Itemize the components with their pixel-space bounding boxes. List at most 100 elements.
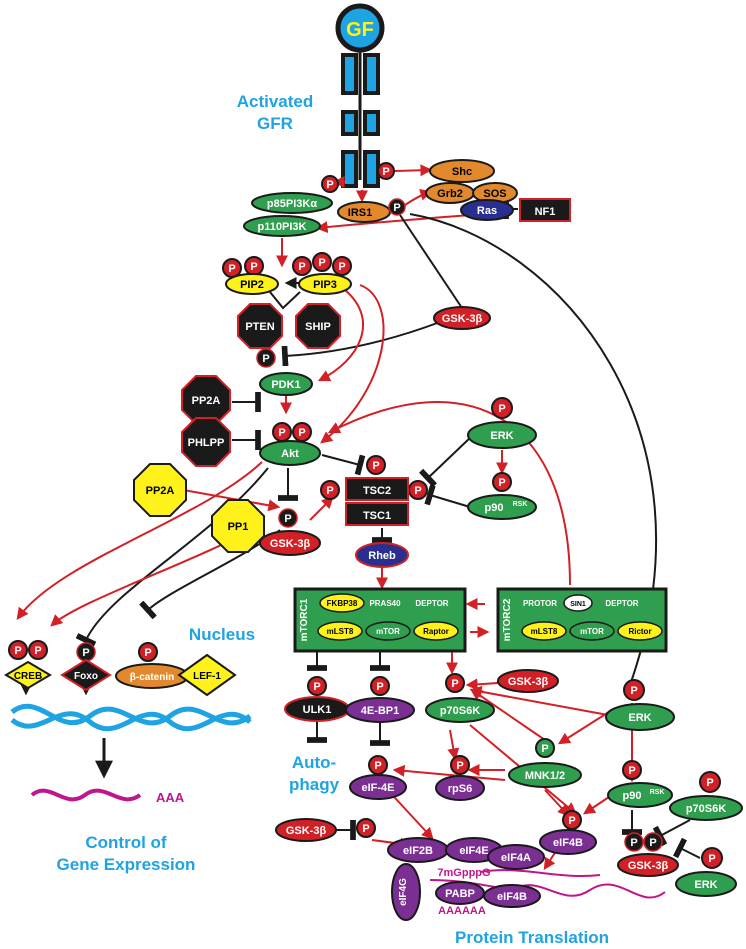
nf1-node[interactable]: NF1 — [519, 198, 571, 222]
gsk3b-node-right[interactable]: GSK-3β — [497, 669, 559, 693]
pdk1-node[interactable]: PDK1 — [259, 372, 313, 396]
pten-node[interactable]: PTEN — [237, 303, 283, 349]
svg-text:PP2A: PP2A — [192, 395, 221, 407]
pp1-node[interactable]: PP1 — [211, 499, 265, 553]
foxo-node[interactable]: Foxo — [60, 658, 112, 692]
rheb-node[interactable]: Rheb — [355, 542, 409, 568]
svg-text:FKBP38: FKBP38 — [327, 599, 358, 608]
grb2-node[interactable]: Grb2 — [425, 182, 475, 204]
svg-text:SOS: SOS — [483, 188, 506, 200]
sos-node[interactable]: SOS — [472, 182, 518, 204]
p-tsc2-left: P — [320, 480, 340, 500]
control-label: Control of — [85, 833, 167, 852]
gsk3b-node-top[interactable]: GSK-3β — [433, 306, 491, 330]
p110pi3k-node[interactable]: p110PI3K — [243, 215, 321, 237]
rps6-node[interactable]: rpS6 — [435, 775, 485, 801]
mnk12-node[interactable]: MNK1/2 — [508, 762, 582, 788]
svg-text:DEPTOR: DEPTOR — [605, 599, 638, 608]
svg-text:P: P — [498, 477, 505, 489]
pp2a-node-top[interactable]: PP2A — [181, 375, 231, 425]
p-mnk: P — [535, 738, 555, 758]
erk-node-bottom-right[interactable]: ERK — [675, 871, 737, 897]
pp2a-node-bottom[interactable]: PP2A — [133, 463, 187, 517]
pabp-node[interactable]: PABP — [435, 881, 485, 905]
svg-text:P: P — [298, 261, 305, 273]
pip2-node[interactable]: PIP2 — [225, 273, 279, 295]
p-p70s6k: P — [445, 673, 465, 693]
ras-node[interactable]: Ras — [460, 199, 514, 221]
erk-node-top[interactable]: ERK — [467, 421, 537, 449]
svg-text:mTOR: mTOR — [376, 627, 400, 636]
mtorc1-complex[interactable]: mTORC1 FKBP38 PRAS40 DEPTOR mLST8 mTOR R… — [293, 587, 467, 653]
p90rsk-node-top[interactable]: p90 RSK — [467, 494, 537, 520]
gsk3b-node-mid[interactable]: GSK-3β — [259, 530, 321, 556]
activated-gfr-label: Activated — [237, 92, 314, 111]
svg-text:mTORC2: mTORC2 — [502, 598, 513, 641]
svg-text:PIP3: PIP3 — [313, 279, 337, 291]
p85pi3k-node[interactable]: p85PI3Kα — [251, 192, 333, 214]
svg-text:P: P — [456, 760, 463, 772]
svg-text:P: P — [228, 263, 235, 275]
growth-factor-receptor — [341, 50, 380, 188]
erk-node-bottom[interactable]: ERK — [605, 703, 675, 731]
svg-text:PROTOR: PROTOR — [523, 599, 557, 608]
svg-text:PP2A: PP2A — [146, 485, 175, 497]
eif2b-node[interactable]: eIF2B — [387, 837, 449, 863]
svg-text:P: P — [82, 647, 89, 659]
svg-text:RSK: RSK — [650, 789, 665, 796]
akt-node[interactable]: Akt — [259, 440, 321, 466]
shc-node[interactable]: Shc — [429, 159, 495, 183]
svg-text:Grb2: Grb2 — [437, 188, 463, 200]
p90rsk-node-bottom[interactable]: p90 RSK — [607, 782, 673, 808]
svg-text:PDK1: PDK1 — [271, 379, 300, 391]
svg-text:P: P — [376, 681, 383, 693]
tsc2-node[interactable]: TSC2 — [345, 477, 409, 501]
pip3-node[interactable]: PIP3 — [298, 273, 352, 295]
irs1-node[interactable]: IRS1 — [337, 201, 391, 223]
svg-text:P: P — [649, 837, 656, 849]
svg-text:Rictor: Rictor — [628, 627, 651, 636]
svg-text:eIF4B: eIF4B — [497, 891, 527, 903]
svg-text:eIF-4E: eIF-4E — [361, 782, 394, 794]
svg-text:P: P — [374, 760, 381, 772]
svg-text:P: P — [278, 427, 285, 439]
creb-node[interactable]: CREB — [4, 660, 52, 690]
svg-text:P: P — [144, 647, 151, 659]
gsk3b-node-bottom-right[interactable]: GSK-3β — [617, 853, 679, 877]
p-catenin: P — [138, 642, 158, 662]
p-p90rsk: P — [492, 472, 512, 492]
svg-text:NF1: NF1 — [535, 206, 556, 218]
eif4b-node[interactable]: eIF4B — [539, 829, 597, 855]
p70s6k-node[interactable]: p70S6K — [425, 697, 495, 723]
gsk3b-node-left-bottom[interactable]: GSK-3β — [275, 818, 337, 842]
p-foxo: P — [76, 642, 96, 662]
p-akt: P P — [272, 422, 312, 442]
4ebp1-node[interactable]: 4E-BP1 — [345, 697, 415, 723]
dna-helix — [10, 703, 252, 732]
eif4g-node[interactable]: eIF4G — [391, 863, 421, 921]
p-eif4b: P — [562, 810, 582, 830]
svg-text:eIF4G: eIF4G — [398, 878, 409, 906]
tsc1-node[interactable]: TSC1 — [345, 502, 409, 526]
svg-text:GSK-3β: GSK-3β — [270, 538, 311, 550]
lef1-node[interactable]: LEF-1 — [177, 653, 237, 697]
p70s6k-node-right[interactable]: p70S6K — [669, 795, 743, 821]
svg-text:PTEN: PTEN — [245, 321, 274, 333]
svg-text:RSK: RSK — [513, 501, 528, 508]
eif4b-complex-node[interactable]: eIF4B — [483, 884, 541, 908]
p-irs1: P — [388, 198, 406, 216]
eif4e-node[interactable]: eIF-4E — [349, 774, 407, 800]
svg-text:GSK-3β: GSK-3β — [442, 313, 483, 325]
svg-text:Shc: Shc — [452, 166, 472, 178]
eif4a-node[interactable]: eIF4A — [487, 844, 545, 870]
gf-node[interactable]: GF — [335, 3, 385, 53]
p-ulk1: P — [307, 676, 327, 696]
ship-node[interactable]: SHIP — [295, 303, 341, 349]
ulk1-node[interactable]: ULK1 — [284, 696, 350, 722]
mtorc2-complex[interactable]: mTORC2 PROTOR SIN1 DEPTOR mLST8 mTOR Ric… — [496, 587, 668, 653]
p-p90rsk-bottom: P — [622, 760, 642, 780]
phlpp-node[interactable]: PHLPP — [181, 417, 231, 467]
beta-catenin-node[interactable]: β-catenin — [115, 663, 189, 689]
p-eif2b: P — [356, 818, 376, 838]
